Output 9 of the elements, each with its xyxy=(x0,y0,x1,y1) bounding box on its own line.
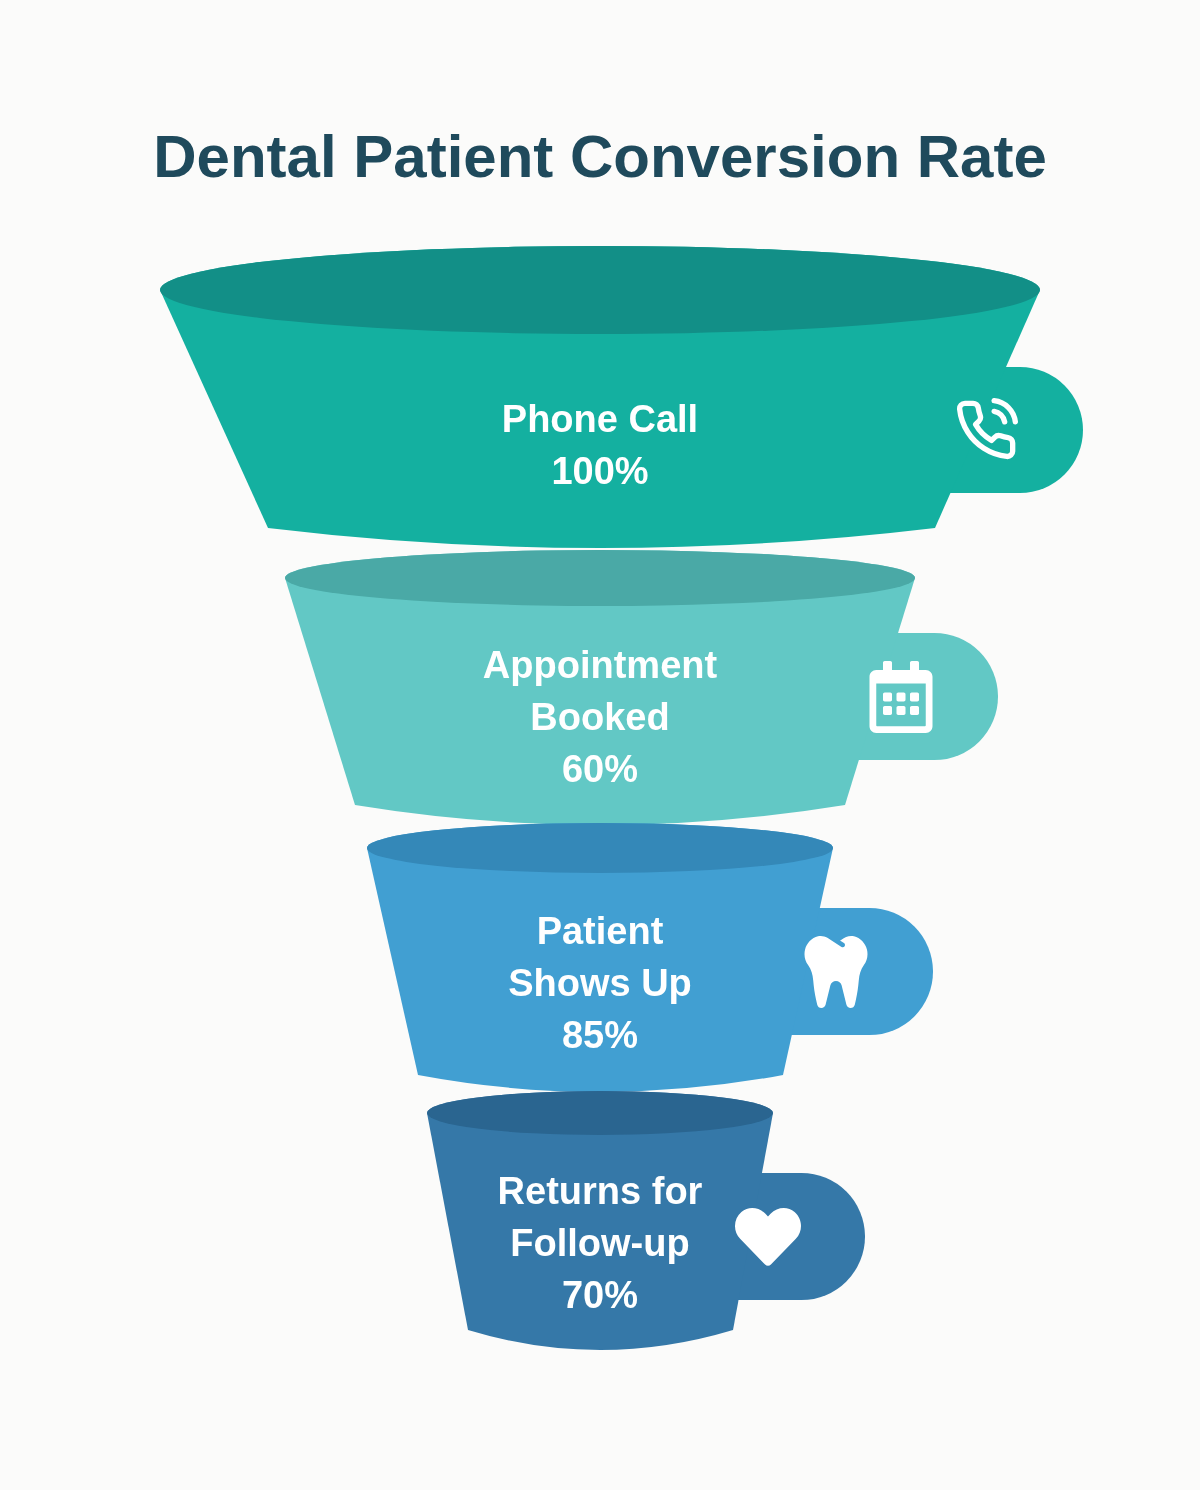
stage-label: Appointment Booked xyxy=(481,643,719,740)
stage-label: Phone Call xyxy=(501,397,699,442)
percentage-label: 70% xyxy=(561,1273,639,1318)
title: Dental Patient Conversion Rate xyxy=(152,122,1048,192)
stage-label: Patient Shows Up xyxy=(507,909,693,1006)
stage-label: Returns for Follow-up xyxy=(496,1169,704,1266)
percentage-label: 85% xyxy=(561,1013,639,1058)
percentage-label: 100% xyxy=(551,449,649,494)
percentage-label: 60% xyxy=(561,747,639,792)
